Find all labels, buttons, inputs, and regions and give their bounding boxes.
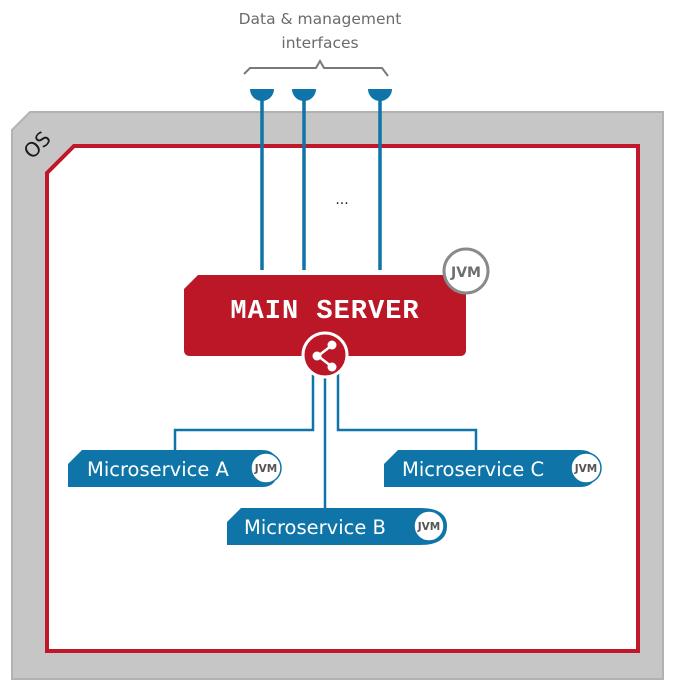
microservice-c-jvm-label: JVM: [574, 463, 597, 475]
interfaces-caption-line2: interfaces: [281, 34, 358, 52]
share-icon: [301, 331, 349, 379]
microservice-b-jvm-label: JVM: [417, 521, 440, 533]
main-server-jvm-badge: [442, 247, 490, 295]
microservice-b[interactable]: Microservice B JVM: [227, 508, 447, 545]
interface-socket-icon[interactable]: [292, 89, 316, 101]
main-server-jvm-label: JVM: [450, 265, 481, 281]
microservice-b-jvm-badge: [413, 510, 445, 542]
main-server-label: MAIN SERVER: [230, 297, 419, 327]
main-server-box: [184, 275, 466, 356]
interface-sockets: [250, 89, 392, 101]
microservice-c-label: Microservice C: [402, 458, 544, 481]
microservice-a[interactable]: Microservice A JVM: [68, 450, 282, 487]
microservice-connectors: [173, 372, 478, 508]
interfaces-brace: [243, 58, 389, 77]
connector-a: [173, 372, 315, 450]
process-container: [45, 144, 640, 653]
interface-socket-icon[interactable]: [250, 89, 274, 101]
microservice-a-jvm-badge: [250, 452, 282, 484]
connector-c: [336, 372, 478, 450]
main-server[interactable]: MAIN SERVER JVM: [184, 247, 490, 379]
interface-connectors: [260, 96, 382, 270]
microservice-a-jvm-label: JVM: [254, 463, 277, 475]
microservice-c-jvm-badge: [570, 452, 602, 484]
microservice-b-box: [227, 508, 447, 545]
interfaces-caption-line1: Data & management: [239, 10, 402, 28]
microservice-c[interactable]: Microservice C JVM: [384, 450, 602, 487]
microservice-b-label: Microservice B: [244, 516, 386, 539]
more-interfaces-ellipsis: ...: [335, 192, 348, 208]
microservice-a-box: [68, 450, 278, 487]
microservice-c-box: [384, 450, 597, 487]
microservice-a-label: Microservice A: [87, 458, 230, 481]
interface-socket-icon[interactable]: [368, 89, 392, 101]
